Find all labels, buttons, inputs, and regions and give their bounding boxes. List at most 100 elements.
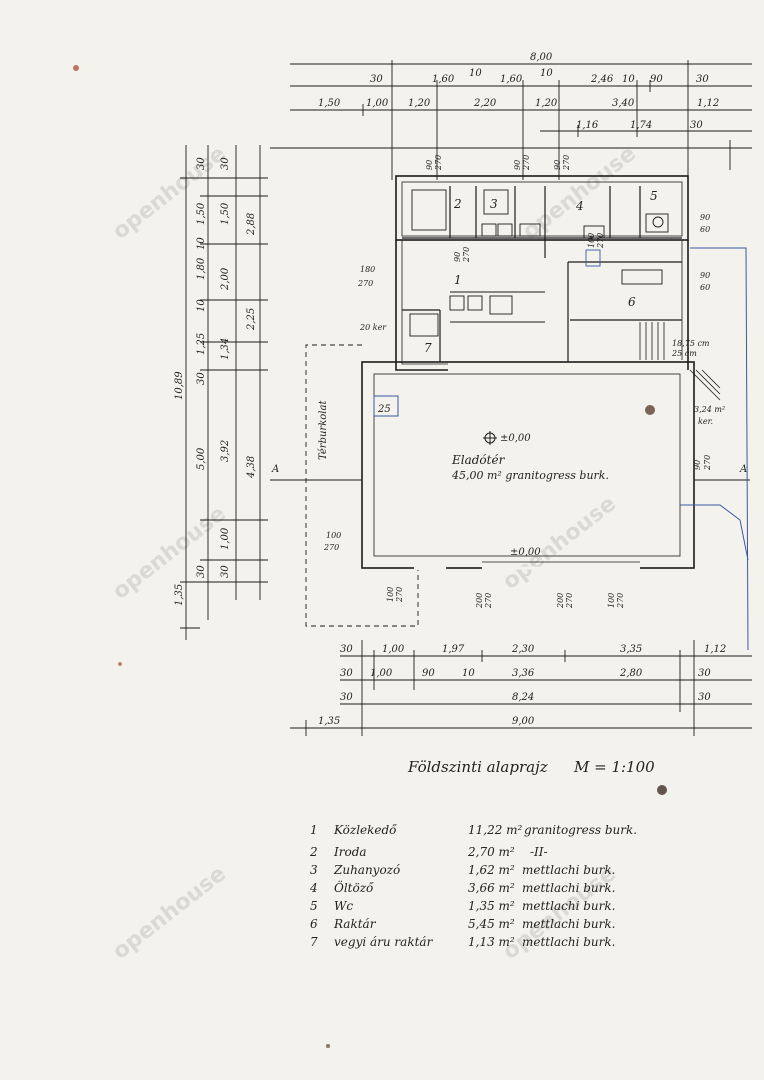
room-number: 7 <box>424 341 432 355</box>
dim-left-c3: 2,25 <box>246 308 257 331</box>
stair-note: 18,75 cm <box>672 339 710 348</box>
dim-left-c1: 1,50 <box>196 202 207 225</box>
window-mark: 90 <box>700 213 710 222</box>
dim-left-c1: 10 <box>196 299 207 312</box>
dim-left-c2: 1,34 <box>220 338 231 360</box>
dim-left-c1: 30 <box>196 372 207 385</box>
dim-bottom-r2: 1,00 <box>370 668 393 679</box>
dim-left-c2: 1,00 <box>220 527 231 550</box>
dim-left-c2: 30 <box>220 565 231 578</box>
dim-top-r2: 1,00 <box>366 98 389 109</box>
legend-area: 1,35 m² <box>468 899 515 913</box>
legend-num: 2 <box>309 845 318 859</box>
legend-finish: mettlachi burk. <box>522 917 615 931</box>
pencil-note: 25 <box>377 404 391 415</box>
legend-finish: mettlachi burk. <box>522 881 615 895</box>
dim-top-r2: 1,20 <box>535 98 558 109</box>
legend-name: Közlekedő <box>333 823 397 837</box>
dim-top-r2: 1,12 <box>697 98 719 109</box>
legend-name: Raktár <box>333 917 377 931</box>
window-mark: 270 <box>565 593 574 609</box>
window-mark: 200 <box>556 593 565 609</box>
legend-num: 6 <box>310 917 318 931</box>
window-mark: 270 <box>596 233 605 249</box>
dim-top-r2: 3,40 <box>612 98 635 109</box>
dim-top-r2: 1,50 <box>318 98 341 109</box>
plan-scale: M = 1:100 <box>573 758 655 776</box>
hall-area: 45,00 m² granitogress burk. <box>451 469 609 482</box>
watermark: openhouse <box>498 491 620 594</box>
left-dimension-labels: 10,89 30 1,50 10 1,80 10 1,25 30 5,00 30… <box>174 157 257 606</box>
window-mark: 90 <box>425 160 434 170</box>
window-mark: 60 <box>700 283 710 292</box>
window-mark: 100 <box>587 233 596 248</box>
left-dimension-lines <box>180 145 268 640</box>
window-mark: 180 <box>360 265 375 274</box>
hall-title: Eladótér <box>451 453 506 467</box>
window-mark: 200 <box>475 593 484 609</box>
legend-num: 4 <box>309 881 318 895</box>
fixtures <box>409 189 669 337</box>
room-number: 2 <box>453 197 462 211</box>
room-numbers: 1 2 3 4 5 6 7 <box>424 189 658 355</box>
dim-bottom-r1: 30 <box>340 644 353 655</box>
terrace-label: Térburkolat <box>318 400 329 460</box>
dim-bottom-r2: 30 <box>340 668 353 679</box>
window-mark: 270 <box>434 155 443 171</box>
dim-left-c2: 2,00 <box>220 267 231 291</box>
window-mark: 90 <box>453 252 462 262</box>
dim-top-r1: 1,60 <box>500 74 523 85</box>
dim-left-c2: 3,92 <box>220 440 231 462</box>
dim-top-r3: 30 <box>690 120 703 131</box>
dim-bottom-r1: 1,00 <box>382 644 405 655</box>
legend-finish: mettlachi burk. <box>522 899 615 913</box>
room-number: 5 <box>650 189 658 203</box>
dim-bottom-r1: 2,30 <box>511 644 535 655</box>
window-mark: 270 <box>462 247 471 263</box>
window-mark: 90 <box>700 271 710 280</box>
window-mark: 90 <box>553 160 562 170</box>
dim-left-c1: 1,80 <box>196 257 207 280</box>
dim-left-c1: 30 <box>196 565 207 578</box>
dim-top-r1: 10 <box>540 68 553 79</box>
dim-left-c3: 2,88 <box>246 213 257 236</box>
window-mark: 100 <box>326 531 341 540</box>
legend-num: 7 <box>310 935 318 949</box>
stair-note: 20 ker <box>359 323 387 332</box>
window-mark: 90 <box>513 160 522 170</box>
dim-bottom-r2: 2,80 <box>619 668 643 679</box>
window-mark: 100 <box>607 593 616 608</box>
section-marker-left: A <box>271 464 279 475</box>
plan-title: Földszinti alaprajz <box>407 758 548 776</box>
legend-num: 3 <box>310 863 318 877</box>
dim-top-r1: 2,46 <box>590 74 614 85</box>
dim-bottom-r3: 8,24 <box>512 692 534 703</box>
dim-bottom-r1: 1,12 <box>704 644 726 655</box>
dim-bottom-total: 9,00 <box>512 716 535 727</box>
dim-top-r1: 30 <box>696 74 709 85</box>
dim-top-r1: 1,60 <box>432 74 455 85</box>
watermark: openhouse <box>108 861 230 964</box>
dim-top-r2: 2,20 <box>473 98 497 109</box>
window-mark: 270 <box>484 593 493 609</box>
stair-symbol <box>639 322 721 430</box>
dim-left-c2: 1,50 <box>220 202 231 225</box>
dim-left-c1: 1,35 <box>174 584 185 606</box>
dim-left-c3: 4,38 <box>246 456 257 479</box>
window-mark: 270 <box>522 155 531 171</box>
dim-bottom-r1: 3,35 <box>620 644 642 655</box>
floor-mark: ±0,00 <box>510 547 541 558</box>
room-number: 3 <box>490 197 498 211</box>
window-mark: 90 <box>693 460 702 470</box>
watermark: openhouse <box>108 501 230 604</box>
stair-area-note: ker. <box>698 417 713 426</box>
legend-finish: -II- <box>530 845 548 859</box>
legend-name: Zuhanyozó <box>333 863 400 877</box>
dim-bottom-r2: 30 <box>698 668 711 679</box>
legend-name: Wc <box>334 899 353 913</box>
legend-finish: mettlachi burk. <box>522 863 615 877</box>
dim-left-c1: 5,00 <box>196 447 207 470</box>
dim-top-r1: 10 <box>622 74 635 85</box>
